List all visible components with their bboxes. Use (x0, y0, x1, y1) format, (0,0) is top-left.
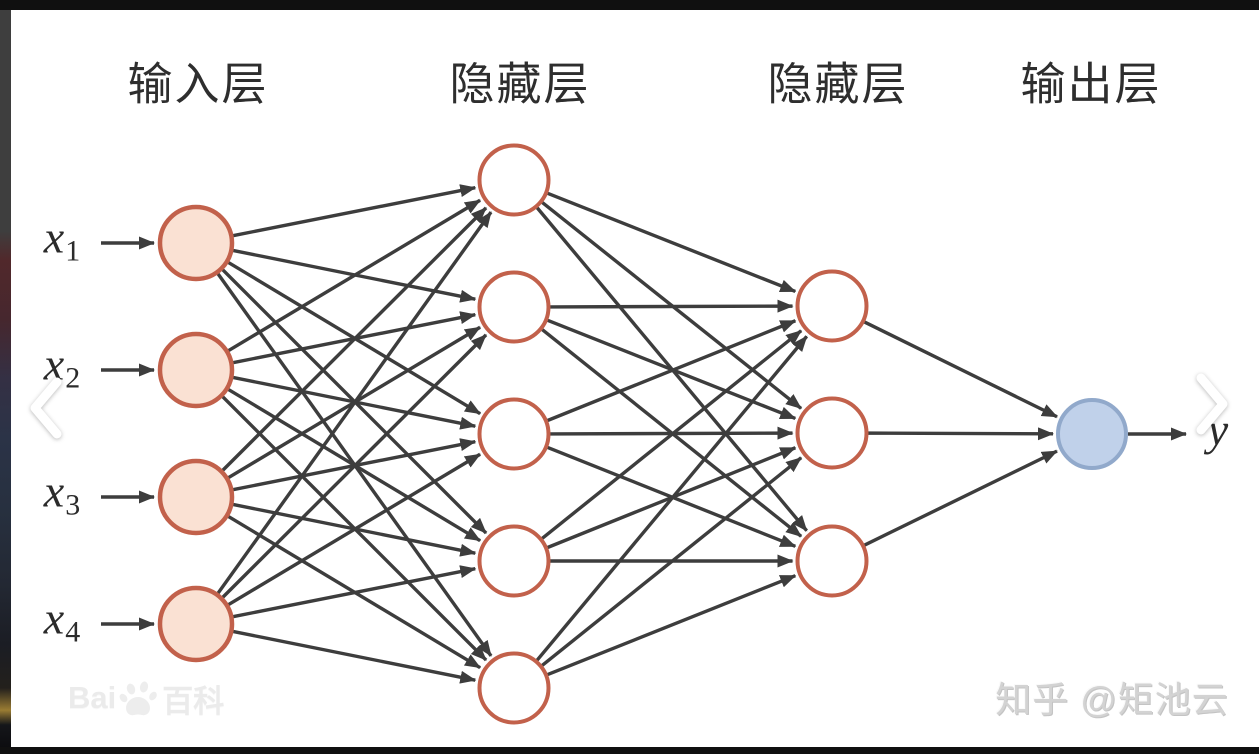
edge-input2-hidden11 (226, 198, 481, 353)
edge-hidden23-output1 (863, 449, 1058, 547)
hidden1-node-2 (477, 270, 551, 344)
edge-input4-hidden14 (231, 565, 477, 619)
hidden1-node-4 (477, 524, 551, 598)
hidden2-node-3 (795, 524, 869, 598)
top-letterbox-bar (0, 0, 1259, 10)
edge-input4-hidden13 (226, 452, 481, 607)
input-node-1 (157, 204, 235, 282)
chevron-right-icon (1190, 373, 1234, 440)
carousel-next-button[interactable] (1190, 371, 1234, 437)
hidden1-node-1 (477, 143, 551, 217)
edge-hidden14-hidden21 (540, 329, 803, 541)
edge-hidden12-hidden21 (549, 299, 794, 313)
hidden2-node-1 (795, 269, 869, 343)
edge-input4-hidden11 (216, 211, 493, 595)
input-label-x3: x3 (43, 465, 81, 523)
hidden1-node-3 (477, 397, 551, 471)
input-label-x1: x1 (43, 211, 81, 269)
layer-label-hidden-2: 隐藏层 (767, 59, 909, 110)
layer-label-hidden-1: 隐藏层 (449, 59, 591, 110)
edge-hidden11-hidden21 (546, 191, 797, 294)
nodes-group (157, 143, 1128, 725)
previous-slide-sliver (0, 10, 11, 747)
carousel-prev-button[interactable] (24, 375, 68, 441)
edge-input4-hidden15 (231, 629, 477, 684)
layer-label-input: 输入层 (127, 59, 269, 110)
bottom-letterbox-bar (0, 747, 1259, 754)
edge-hidden22-output1 (867, 427, 1055, 441)
zhihu-watermark: 知乎 @矩池云 (995, 679, 1229, 720)
baidu-paw-icon (119, 681, 159, 729)
layer-label-output: 输出层 (1020, 59, 1162, 110)
edge-hidden15-hidden22 (540, 456, 803, 668)
hidden2-node-2 (795, 396, 869, 470)
edge-hidden15-hidden23 (546, 574, 797, 677)
output-node-1 (1056, 398, 1128, 470)
input-label-x2: x2 (43, 338, 81, 396)
input-node-3 (157, 458, 235, 536)
chevron-left-icon (24, 377, 68, 444)
input-node-2 (157, 331, 235, 409)
edge-input1-hidden11 (231, 184, 477, 238)
edge-hidden13-hidden21 (546, 319, 797, 423)
edge-hidden21-output1 (863, 320, 1058, 419)
hidden1-node-5 (477, 651, 551, 725)
edge-input3-hidden11 (221, 206, 488, 473)
input-label-x4: x4 (43, 592, 81, 650)
edges-group (101, 184, 1187, 684)
edge-input4-hidden12 (221, 333, 488, 600)
input-node-4 (157, 585, 235, 663)
edge-hidden15-hidden21 (535, 335, 809, 662)
